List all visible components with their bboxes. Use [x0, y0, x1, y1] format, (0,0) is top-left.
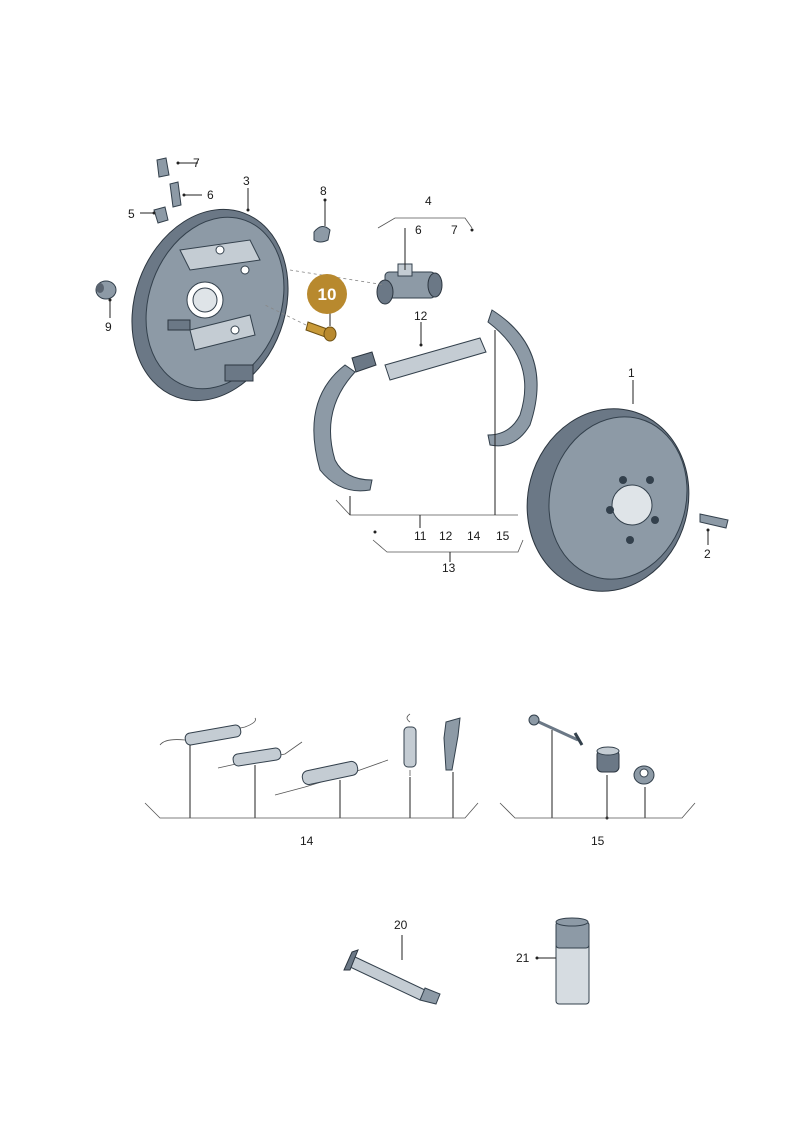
spring-cup[interactable] [596, 746, 620, 773]
label-2: 2 [704, 547, 711, 561]
backing-plate[interactable] [106, 187, 314, 422]
brake-shoe-left[interactable] [313, 351, 377, 492]
return-spring-2[interactable] [217, 741, 303, 769]
retainer-bush[interactable] [633, 765, 655, 785]
label-13-sub-14: 14 [467, 529, 481, 543]
label-14: 14 [300, 834, 314, 848]
label-13: 13 [442, 561, 456, 575]
screw-5[interactable] [153, 206, 169, 224]
brake-shoe-right[interactable] [487, 309, 538, 447]
bleed-valve[interactable] [169, 181, 182, 208]
label-20: 20 [394, 918, 408, 932]
bolt-10[interactable] [305, 321, 337, 342]
label-12: 12 [414, 309, 428, 323]
label-8: 8 [320, 184, 327, 198]
plug-8[interactable] [313, 226, 331, 243]
label-4: 4 [425, 194, 432, 208]
label-13-sub-15: 15 [496, 529, 510, 543]
label-4-sub-7: 7 [451, 223, 458, 237]
label-3: 3 [243, 174, 250, 188]
rubber-bushing[interactable] [95, 280, 117, 300]
return-spring-3[interactable] [274, 759, 389, 796]
label-5: 5 [128, 207, 135, 221]
spring-vertical[interactable] [403, 713, 417, 776]
label-1: 1 [628, 366, 635, 380]
label-4-sub-6: 6 [415, 223, 422, 237]
label-6: 6 [207, 188, 214, 202]
label-13-sub-12: 12 [439, 529, 453, 543]
label-13-sub-11: 11 [414, 529, 427, 543]
return-spring-1[interactable] [159, 717, 256, 746]
highlight-badge[interactable] [307, 274, 347, 314]
bleed-valve-cap[interactable] [156, 157, 170, 178]
label-7: 7 [193, 156, 200, 170]
lever[interactable] [443, 717, 461, 771]
brake-drum[interactable] [507, 390, 709, 609]
label-10: 10 [318, 285, 337, 304]
label-21: 21 [516, 951, 530, 965]
spray-can[interactable] [555, 917, 590, 1005]
wheel-cylinder[interactable] [376, 263, 443, 305]
label-9: 9 [105, 320, 112, 334]
label-15: 15 [591, 834, 605, 848]
screw-2[interactable] [699, 513, 729, 529]
adjuster-strut[interactable] [384, 337, 487, 381]
grease-tube[interactable] [343, 949, 441, 1005]
retaining-pin[interactable] [528, 714, 584, 746]
